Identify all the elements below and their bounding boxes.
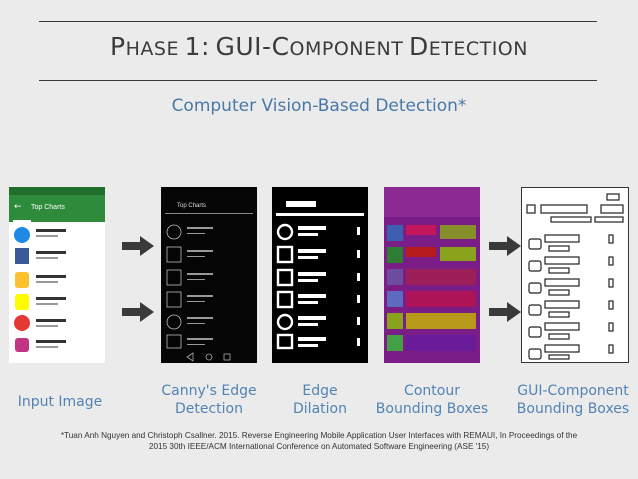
input-image-panel: Top Charts ← — [9, 187, 105, 363]
caption-line: Contour — [404, 383, 460, 399]
canny-edge-image: Top Charts — [161, 187, 257, 363]
footnote: *Tuan Anh Nguyen and Christoph Csallner.… — [20, 430, 618, 452]
caption-line: Input Image — [17, 394, 103, 410]
top-rule — [39, 21, 597, 22]
back-arrow-icon: ← — [14, 202, 22, 212]
title-part: ETECTION — [428, 38, 528, 60]
title-part: 1: — [184, 32, 210, 61]
title-part: D — [408, 32, 429, 61]
caption-input-image: Input Image — [0, 393, 120, 411]
edge-app-title: Top Charts — [177, 203, 206, 209]
contour-boxes-image — [384, 187, 480, 363]
caption-line: Bounding Boxes — [516, 401, 630, 417]
page-title: PHASE 1: GUI-COMPONENT DETECTION — [0, 32, 638, 61]
subtitle: Computer Vision-Based Detection* — [171, 96, 467, 116]
edge-dilation-image — [272, 187, 368, 363]
caption-line: Bounding Boxes — [375, 401, 489, 417]
arrow-icon — [489, 236, 521, 256]
app-list — [9, 224, 105, 352]
caption-line: Canny's Edge — [161, 383, 257, 399]
app-bar-title: Top Charts — [31, 204, 65, 211]
bottom-rule — [39, 80, 597, 81]
title-part: GUI- — [215, 32, 272, 61]
gui-component-boxes-panel — [521, 187, 629, 363]
edge-dilation-panel — [272, 187, 368, 363]
caption-gui-component-boxes: GUI-Component Bounding Boxes — [508, 382, 638, 418]
caption-contour-boxes: Contour Bounding Boxes — [372, 382, 492, 418]
arrow-icon — [122, 236, 154, 256]
gui-component-boxes-image — [521, 187, 629, 363]
caption-line: Detection — [174, 401, 243, 417]
footnote-line: 2015 30th IEEE/ACM International Confere… — [148, 442, 490, 451]
caption-line: GUI-Component — [517, 383, 629, 399]
title-part: C — [271, 32, 290, 61]
arrow-icon — [489, 302, 521, 322]
caption-edge-dilation: Edge Dilation — [270, 382, 370, 418]
title-part: HASE — [125, 38, 179, 60]
caption-canny-edge: Canny's Edge Detection — [154, 382, 264, 418]
input-phone-screenshot: Top Charts ← — [9, 187, 105, 363]
contour-boxes-panel — [384, 187, 480, 363]
caption-line: Edge — [302, 383, 338, 399]
footnote-line: *Tuan Anh Nguyen and Christoph Csallner.… — [60, 431, 578, 440]
arrow-icon — [122, 302, 154, 322]
caption-line: Dilation — [293, 401, 347, 417]
title-part: P — [110, 32, 126, 61]
canny-edge-panel: Top Charts — [161, 187, 257, 363]
title-part: OMPONENT — [289, 38, 404, 60]
